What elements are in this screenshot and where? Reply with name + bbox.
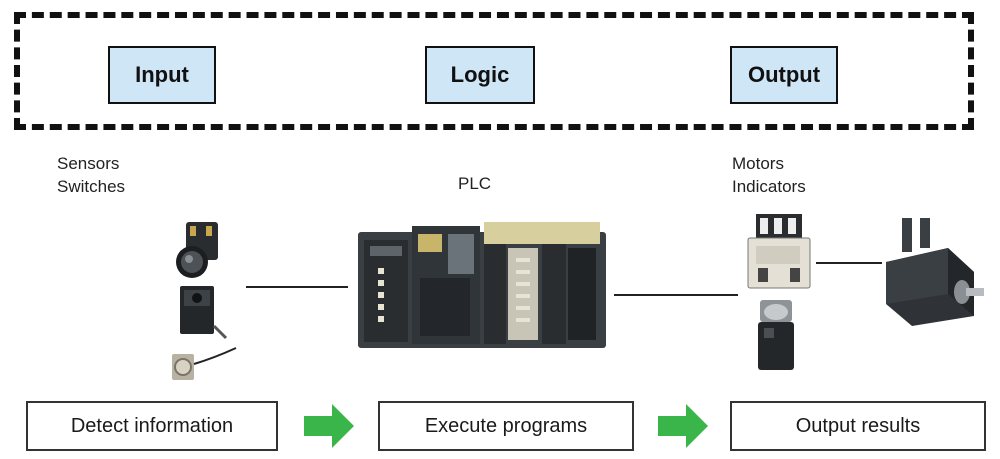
output-results-label: Output results [795,414,921,437]
detect-information-box: Detect information [26,401,278,451]
photoelectric-sensor-icon [180,286,228,340]
servo-motor-icon [886,218,984,326]
indicator-lamp-icon [758,300,794,370]
output-results-box: Output results [730,401,986,451]
input-plc-wire [246,286,348,288]
sensors-label: Sensors [57,154,120,173]
io-stage-frame [14,12,974,130]
execute-programs-box: Execute programs [378,401,634,451]
output-stage-label: Output [747,62,821,87]
plc-output-wire [614,294,738,296]
execute-programs-label: Execute programs [424,414,588,437]
plc-label: PLC [458,174,492,193]
input-stage-box: Input [108,46,216,104]
detect-information-label: Detect information [70,414,234,437]
input-stage-label: Input [135,62,189,87]
switches-label: Switches [57,177,126,196]
push-button-switch-icon [176,222,218,278]
indicators-label: Indicators [732,177,806,196]
right-arrow-icon [658,404,708,448]
relay-icon [747,214,811,289]
logic-stage-box: Logic [425,46,535,104]
relay-motor-wire [816,262,882,264]
motors-label: Motors [732,154,784,173]
proximity-sensor-icon [172,347,237,380]
right-arrow-icon [304,404,354,448]
logic-stage-label: Logic [450,62,510,87]
output-stage-box: Output [730,46,838,104]
plc-rack-icon [358,222,606,348]
